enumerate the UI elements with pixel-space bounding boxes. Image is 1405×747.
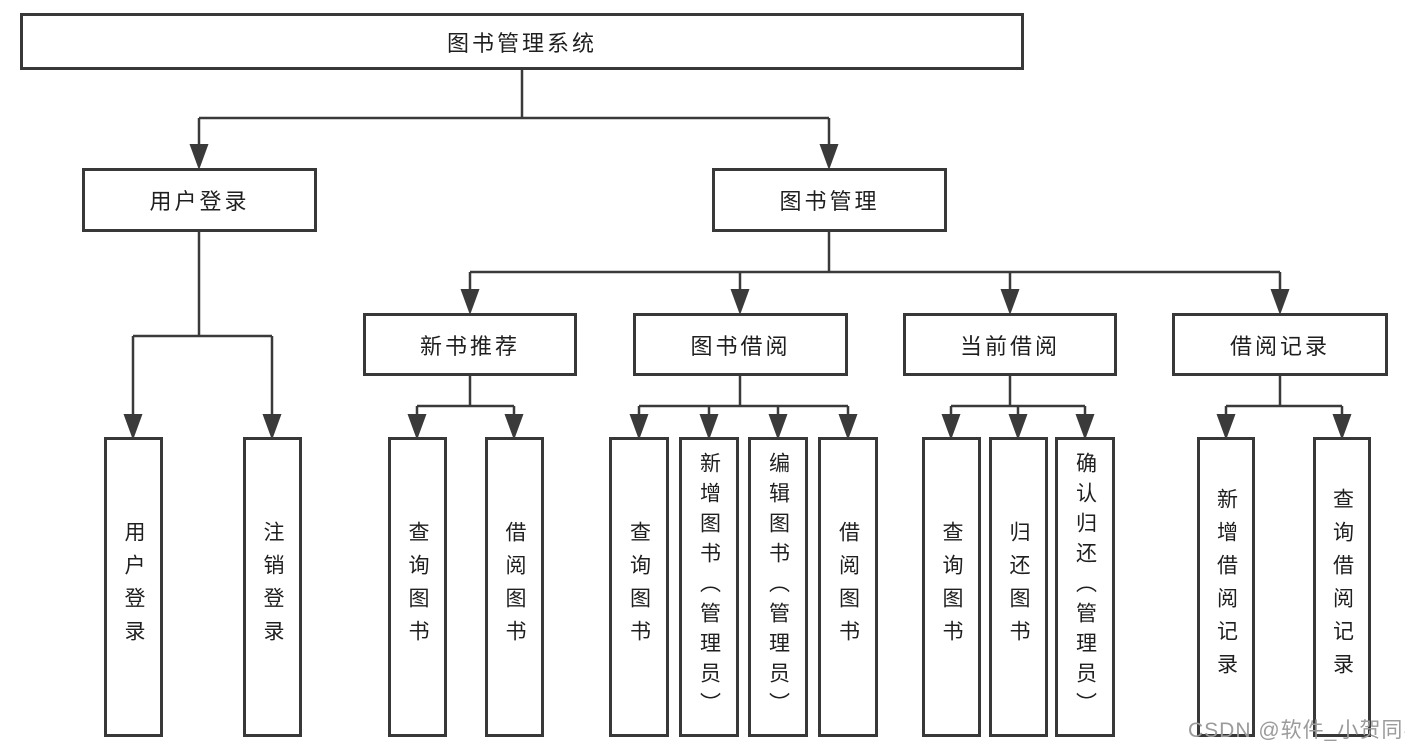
leaf-query-borrow-record: 查询借阅记录 [1313,437,1371,737]
leaf-edit-book-admin: 编辑图书（管理员） [748,437,808,737]
leaf-user-login: 用户登录 [104,437,163,737]
node-current-borrow: 当前借阅 [903,313,1117,376]
leaf-query-books-borrow: 查询图书 [609,437,669,737]
node-borrow-records-label: 借阅记录 [1229,333,1330,359]
node-book-management: 图书管理 [712,168,947,232]
leaf-borrow-books-recommend: 借阅图书 [485,437,544,737]
leaf-borrow-books: 借阅图书 [818,437,878,737]
node-book-borrow-label: 图书借阅 [690,333,791,359]
node-book-management-label: 图书管理 [779,189,880,214]
leaf-add-book-admin: 新增图书（管理员） [679,437,739,737]
node-user-login-label: 用户登录 [149,189,250,214]
connector-new-book-children [407,376,524,440]
leaf-return-book-label: 归还图书 [1007,521,1030,653]
node-borrow-records: 借阅记录 [1172,313,1388,376]
leaf-add-borrow-record-label: 新增借阅记录 [1214,488,1238,686]
leaf-query-books-recommend-label: 查询图书 [406,521,429,653]
leaf-logout-label: 注销登录 [261,521,284,653]
leaf-edit-book-admin-label: 编辑图书（管理员） [766,452,790,722]
node-user-login: 用户登录 [82,168,317,232]
connector-book-management-children [460,232,1290,315]
node-book-borrow: 图书借阅 [633,313,848,376]
leaf-borrow-books-label: 借阅图书 [836,521,860,653]
leaf-query-books-borrow-label: 查询图书 [627,521,651,653]
node-current-borrow-label: 当前借阅 [959,333,1060,359]
leaf-add-book-admin-label: 新增图书（管理员） [697,452,721,722]
leaf-query-books-current-label: 查询图书 [940,521,963,653]
connector-root-to-level2 [189,70,839,170]
connector-book-borrow-children [629,376,858,440]
node-new-book-recommend-label: 新书推荐 [419,333,520,359]
leaf-confirm-return-admin-label: 确认归还（管理员） [1073,452,1097,722]
connector-current-borrow-children [941,376,1095,440]
node-library-system-label: 图书管理系统 [446,30,597,56]
leaf-add-borrow-record: 新增借阅记录 [1197,437,1255,737]
leaf-return-book: 归还图书 [989,437,1048,737]
leaf-query-books-current: 查询图书 [922,437,981,737]
connector-borrow-records-children [1216,376,1352,440]
leaf-user-login-label: 用户登录 [122,521,145,653]
leaf-confirm-return-admin: 确认归还（管理员） [1055,437,1115,737]
leaf-query-books-recommend: 查询图书 [388,437,447,737]
connector-user-login-children [123,232,282,440]
node-library-system: 图书管理系统 [20,13,1024,70]
leaf-logout: 注销登录 [243,437,302,737]
leaf-query-borrow-record-label: 查询借阅记录 [1330,488,1354,686]
node-new-book-recommend: 新书推荐 [363,313,577,376]
csdn-watermark: CSDN @软件_小贺同学 [1188,719,1405,742]
leaf-borrow-books-recommend-label: 借阅图书 [503,521,526,653]
